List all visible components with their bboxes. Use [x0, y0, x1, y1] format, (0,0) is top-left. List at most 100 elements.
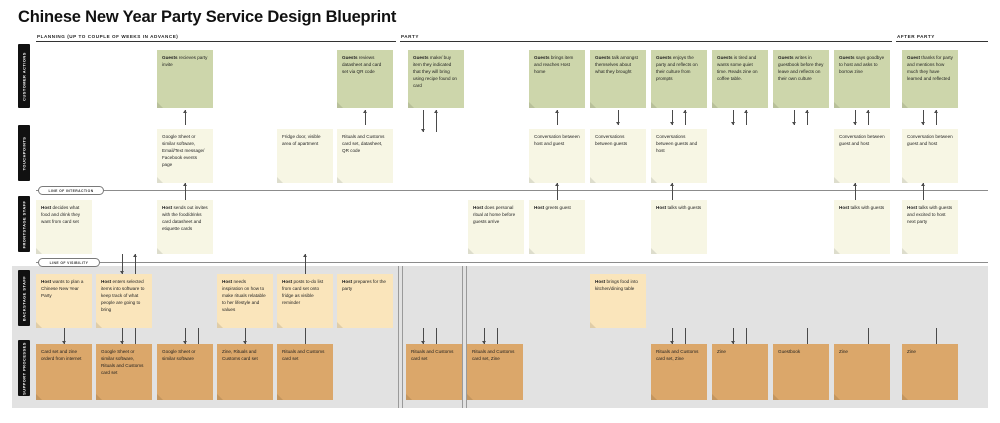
connector-arrowhead-3	[434, 110, 439, 113]
note-actor: Host	[282, 279, 293, 284]
sticky-note-support-processes-2[interactable]: Google Sheet or similar software	[157, 344, 213, 400]
connector-arrowhead-37	[731, 341, 736, 344]
sticky-note-backstage-staff-2[interactable]: Host needs inspiration on how to make ri…	[217, 274, 273, 328]
sticky-note-support-processes-1[interactable]: Google Sheet or similar software, Ritual…	[96, 344, 152, 400]
connector-arrowhead-23	[303, 254, 308, 257]
connector-line-15	[936, 110, 937, 125]
sticky-note-touchpoints-7[interactable]: Conversation between guest and host	[902, 129, 958, 183]
note-text: Rituals and Customs card set	[282, 349, 325, 361]
connector-arrowhead-12	[853, 122, 858, 125]
note-text: Card set and zine orderd from internet	[41, 349, 82, 361]
sticky-note-customer-actions-7[interactable]: Guests writes in guestbook before they l…	[773, 50, 829, 108]
note-actor: Guests	[342, 55, 358, 60]
sticky-note-customer-actions-8[interactable]: Guests says goodbye to host and asks to …	[834, 50, 890, 108]
sticky-note-touchpoints-0[interactable]: Google Sheet or similar software, Email/…	[157, 129, 213, 183]
connector-line-28	[198, 328, 199, 344]
note-text: Zine	[839, 349, 848, 354]
note-actor: Guests	[656, 55, 672, 60]
note-actor: Guests	[839, 55, 855, 60]
note-actor: Guests	[162, 55, 178, 60]
connector-line-27	[185, 328, 186, 344]
sticky-note-support-processes-9[interactable]: Guestbook	[773, 344, 829, 400]
sticky-note-frontstage-staff-1[interactable]: Host sends out invites with the food/dri…	[157, 200, 213, 254]
sticky-note-support-processes-0[interactable]: Card set and zine orderd from internet	[36, 344, 92, 400]
note-actor: Host	[595, 279, 606, 284]
connector-line-21	[122, 254, 123, 274]
note-actor: Host	[41, 205, 52, 210]
connector-arrowhead-25	[120, 341, 125, 344]
sticky-note-touchpoints-2[interactable]: Rituals and Customs card set, datasheet,…	[337, 129, 393, 183]
sticky-note-backstage-staff-3[interactable]: Host posts to-do list from card set onto…	[277, 274, 333, 328]
sticky-note-frontstage-staff-4[interactable]: Host talks with guests	[651, 200, 707, 254]
note-text: Guestbook	[778, 349, 801, 354]
sticky-note-touchpoints-1[interactable]: Fridge door, visible area of apartment	[277, 129, 333, 183]
lane-label-text: SUPPORT PROCESSES	[21, 341, 27, 395]
connector-arrowhead-22	[133, 254, 138, 257]
connector-line-7	[685, 110, 686, 125]
sticky-note-frontstage-staff-2[interactable]: Host does personal ritual at home before…	[468, 200, 524, 254]
sticky-note-customer-actions-2[interactable]: Guests make/ buy item they indicated tha…	[408, 50, 464, 108]
sticky-note-support-processes-8[interactable]: Zine	[712, 344, 768, 400]
sticky-note-backstage-staff-5[interactable]: Host brings food into kitchen/dining tab…	[590, 274, 646, 328]
sticky-note-support-processes-4[interactable]: Rituals and Customs card set	[277, 344, 333, 400]
connector-arrowhead-31	[421, 341, 426, 344]
connector-arrowhead-14	[921, 122, 926, 125]
sticky-note-support-processes-11[interactable]: Zine	[902, 344, 958, 400]
connector-line-35	[672, 328, 673, 344]
sticky-note-backstage-staff-4[interactable]: Host prepares for the party	[337, 274, 393, 328]
connector-arrowhead-0	[183, 110, 188, 113]
note-actor: Host	[162, 205, 173, 210]
note-text: Rituals and Customs card set, datasheet,…	[342, 134, 385, 153]
note-text: Conversation between guest and host	[839, 134, 885, 146]
sticky-note-customer-actions-1[interactable]: Guests reviews datasheet and card set vi…	[337, 50, 393, 108]
note-text: brings food into kitchen/dining table	[595, 279, 638, 291]
connector-line-6	[672, 110, 673, 125]
sticky-note-customer-actions-6[interactable]: Guests is tired and wants some quiet tim…	[712, 50, 768, 108]
sticky-note-frontstage-staff-5[interactable]: Host talks with guests	[834, 200, 890, 254]
note-text: Zine, Rituals and Customs card set	[222, 349, 258, 361]
note-text: enters selected items into software to k…	[101, 279, 145, 312]
phase-label: AFTER PARTY	[897, 34, 935, 39]
connector-arrowhead-9	[744, 110, 749, 113]
connector-arrowhead-15	[934, 110, 939, 113]
sticky-note-support-processes-6[interactable]: Rituals and Customs card set, Zine	[467, 344, 523, 400]
sticky-note-customer-actions-4[interactable]: Guests talk amongst themselves about wha…	[590, 50, 646, 108]
connector-arrowhead-27	[183, 341, 188, 344]
sticky-note-support-processes-5[interactable]: Rituals and Customs card set	[406, 344, 462, 400]
note-text: Conversation between host and guest	[534, 134, 580, 146]
sticky-note-touchpoints-5[interactable]: Conversations between guests and host	[651, 129, 707, 183]
sticky-note-frontstage-staff-6[interactable]: Host talks with guests and excited to ho…	[902, 200, 958, 254]
note-text: Conversations between guests and host	[656, 134, 698, 153]
connector-line-33	[484, 328, 485, 344]
sticky-note-support-processes-10[interactable]: Zine	[834, 344, 890, 400]
connector-line-20	[923, 183, 924, 200]
connector-line-4	[557, 110, 558, 125]
connector-arrowhead-29	[243, 341, 248, 344]
sticky-note-customer-actions-3[interactable]: Guests brings item and reaches Host home	[529, 50, 585, 108]
sticky-note-frontstage-staff-0[interactable]: Host decides what food and drink they wa…	[36, 200, 92, 254]
note-text: Rituals and Customs card set, Zine	[656, 349, 699, 361]
sticky-note-customer-actions-5[interactable]: Guests enjoys the party and reflects on …	[651, 50, 707, 108]
sticky-note-backstage-staff-1[interactable]: Host enters selected items into software…	[96, 274, 152, 328]
separator-line-1	[36, 262, 988, 263]
sticky-note-touchpoints-4[interactable]: Conversations between guests	[590, 129, 646, 183]
note-actor: Guests	[595, 55, 611, 60]
connector-line-16	[185, 183, 186, 200]
sticky-note-backstage-staff-0[interactable]: Host wants to plan a Chinese New Year Pa…	[36, 274, 92, 328]
sticky-note-frontstage-staff-3[interactable]: Host greets guest	[529, 200, 585, 254]
connector-arrowhead-13	[866, 110, 871, 113]
sticky-note-touchpoints-6[interactable]: Conversation between guest and host	[834, 129, 890, 183]
note-text: Rituals and Customs card set, Zine	[472, 349, 515, 361]
note-text: talks with guests	[849, 205, 885, 210]
sticky-note-support-processes-3[interactable]: Zine, Rituals and Customs card set	[217, 344, 273, 400]
sticky-note-support-processes-7[interactable]: Rituals and Customs card set, Zine	[651, 344, 707, 400]
connector-arrowhead-18	[670, 183, 675, 186]
sticky-note-touchpoints-3[interactable]: Conversation between host and guest	[529, 129, 585, 183]
sticky-note-customer-actions-0[interactable]: Guests recieves party invite	[157, 50, 213, 108]
sticky-note-customer-actions-9[interactable]: Guest thanks for party and mentions how …	[902, 50, 958, 108]
connector-arrowhead-16	[183, 183, 188, 186]
connector-line-17	[557, 183, 558, 200]
lane-label-text: TOUCHPOINTS	[21, 136, 27, 170]
note-actor: Guest	[907, 55, 921, 60]
separator-label-1: LINE OF VISIBILITY	[38, 258, 100, 267]
